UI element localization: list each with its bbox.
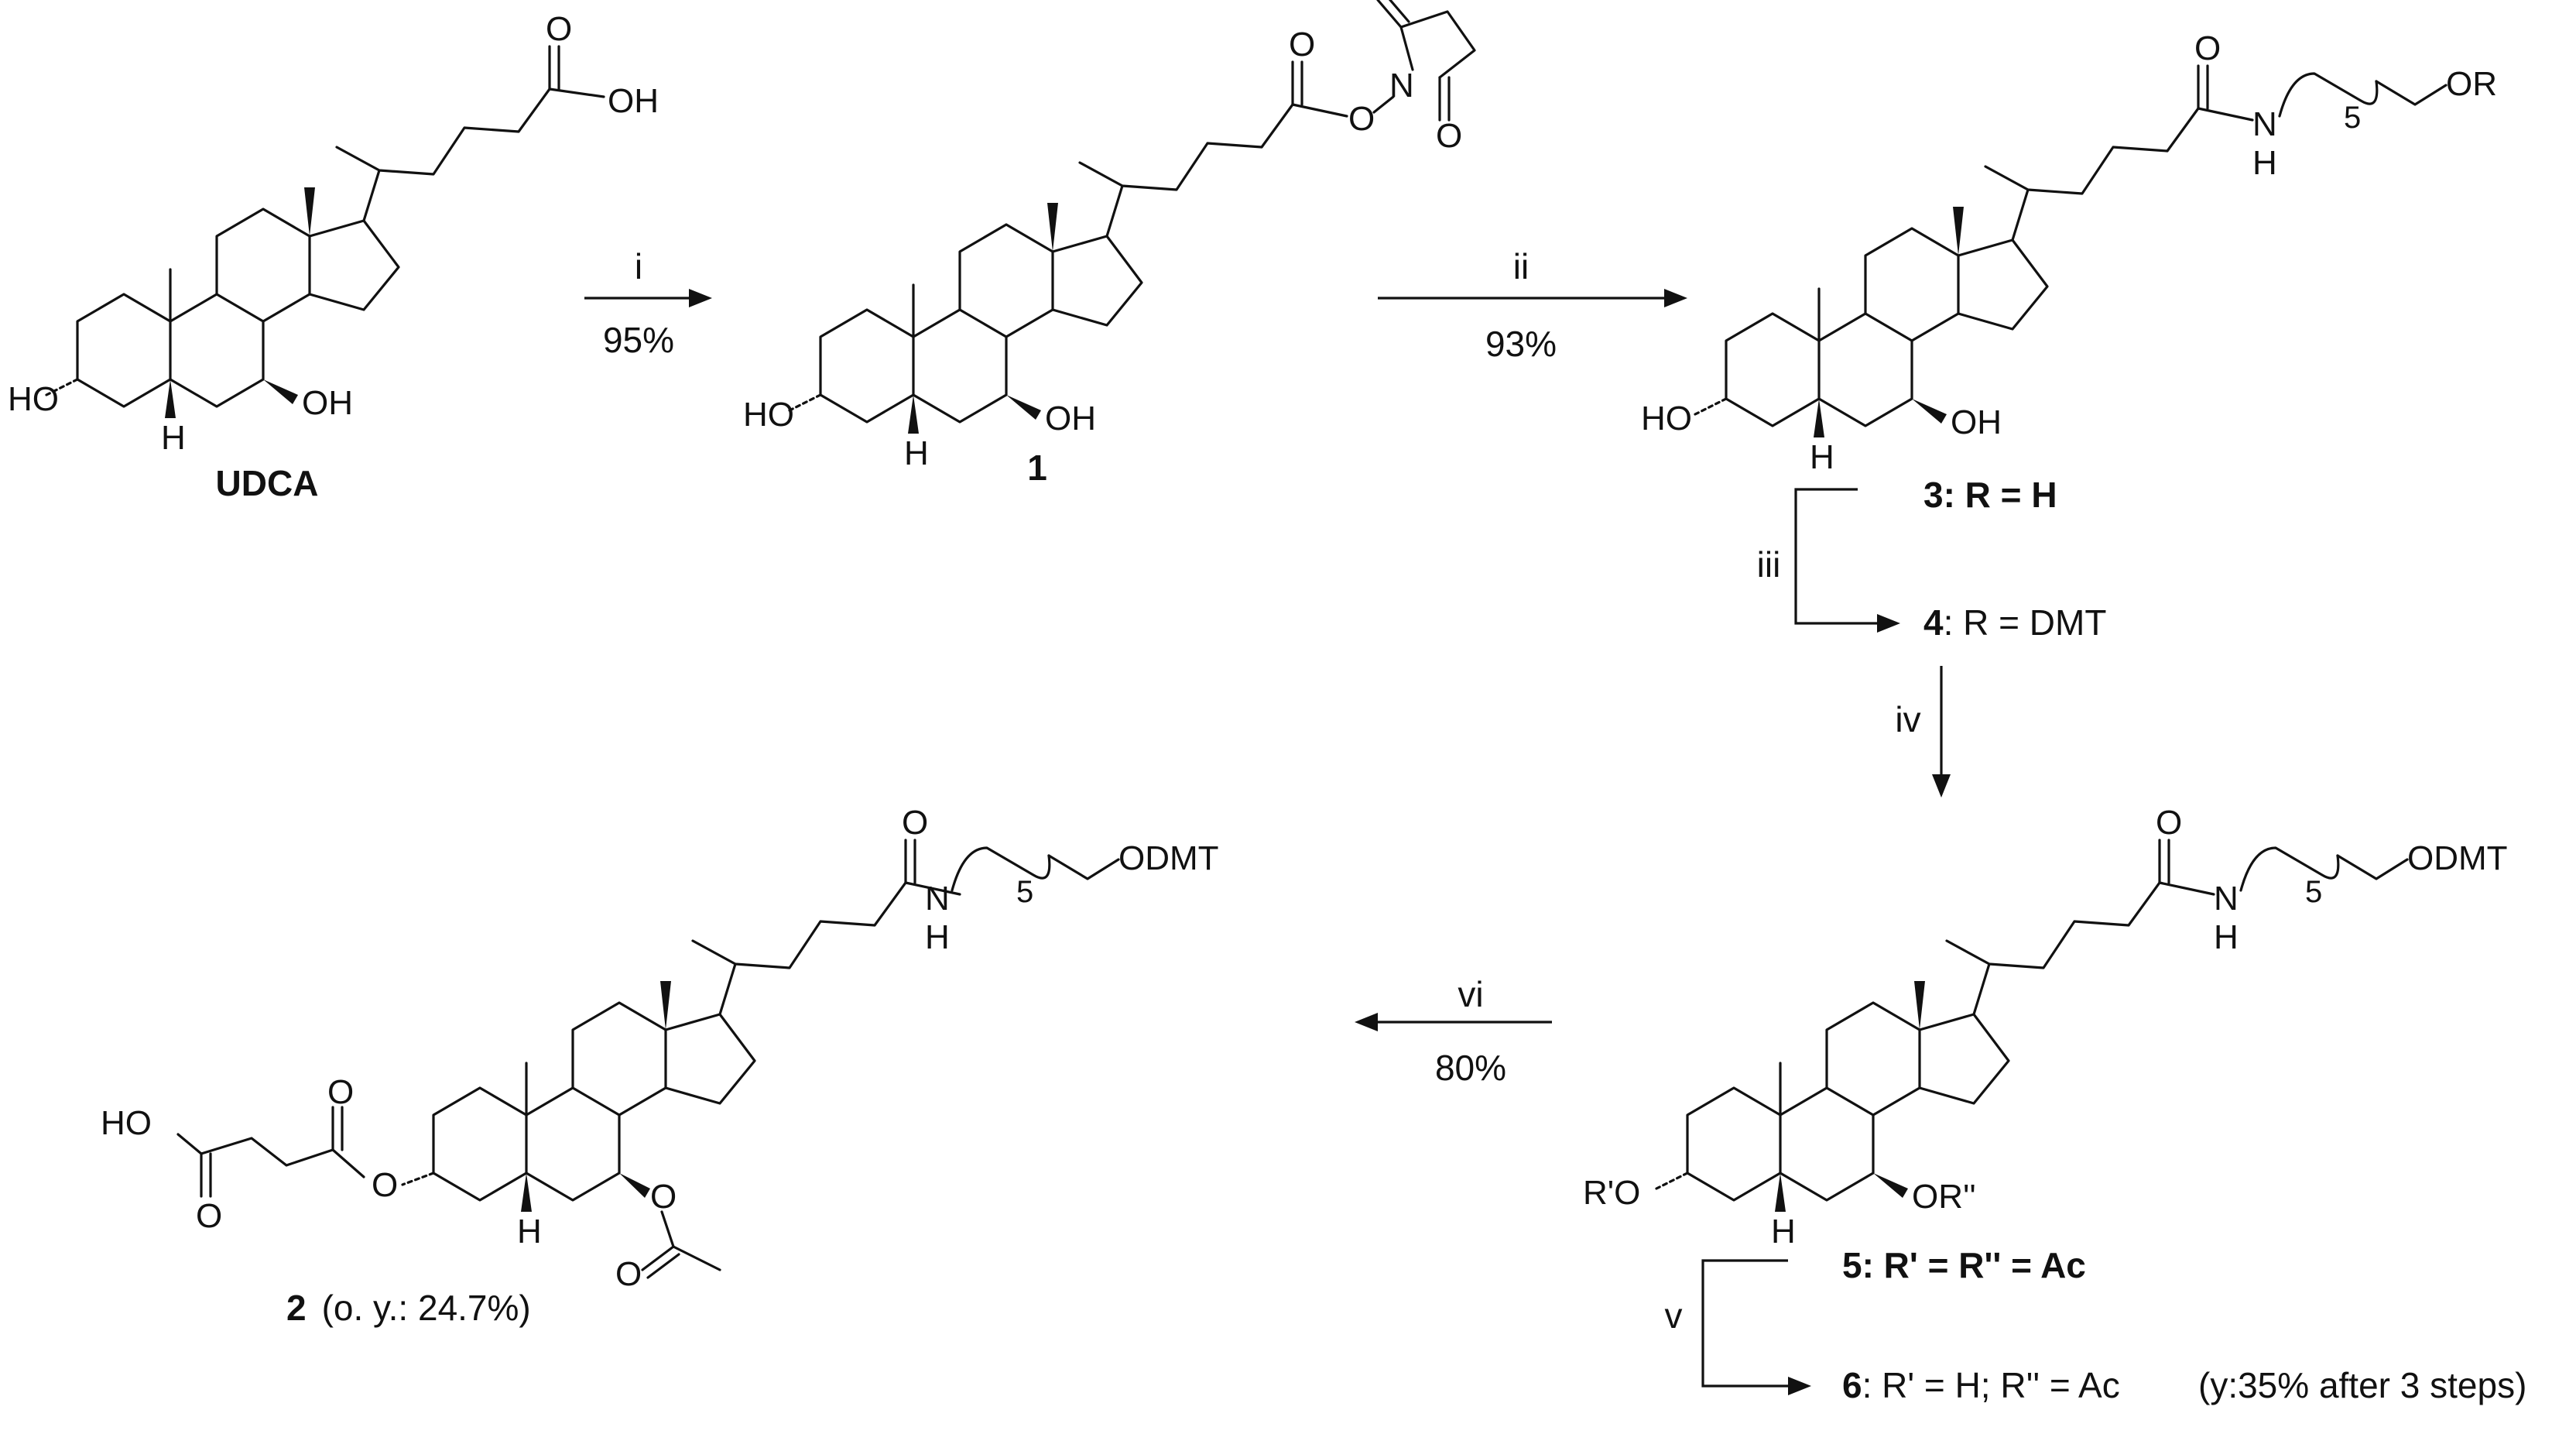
atom-N: N xyxy=(2214,880,2239,918)
atom-H: H xyxy=(2214,918,2239,956)
repeat-count: 5 xyxy=(2305,875,2322,909)
compound-5-structure: O N H 5 ODMT R'O H OR'' xyxy=(1583,804,2508,1250)
atom-O: O xyxy=(615,1255,642,1293)
atom-HO: HO xyxy=(743,396,794,434)
repeat-count: 5 xyxy=(1016,875,1033,909)
reagent-label-iii: iii xyxy=(1757,544,1781,585)
atom-N: N xyxy=(925,880,950,918)
yield-label-i: 95% xyxy=(603,320,674,360)
atom-R1O: R'O xyxy=(1583,1174,1640,1212)
arrow-step-i xyxy=(584,289,712,307)
atom-OH: OH xyxy=(608,82,659,120)
reagent-label-vi: vi xyxy=(1458,974,1483,1014)
atom-O: O xyxy=(546,10,572,48)
compound-6-yield: (y:35% after 3 steps) xyxy=(2198,1365,2526,1405)
reagent-label-v: v xyxy=(1665,1295,1683,1336)
atom-O: O xyxy=(650,1178,677,1216)
atom-O: O xyxy=(327,1073,354,1111)
atom-H: H xyxy=(2252,144,2277,182)
compound-6-rest: : R' = H; R'' = Ac xyxy=(1862,1365,2120,1405)
atom-HO: HO xyxy=(8,380,59,418)
atom-O: O xyxy=(372,1166,398,1204)
repeat-count: 5 xyxy=(2344,101,2361,135)
atom-O: O xyxy=(1348,100,1375,138)
compound-6-number: 6 xyxy=(1842,1365,1862,1405)
reagent-label-iv: iv xyxy=(1895,699,1920,739)
yield-label-ii: 93% xyxy=(1485,324,1557,364)
atom-N: N xyxy=(1389,67,1414,105)
atom-H: H xyxy=(904,434,929,472)
atom-O: O xyxy=(1289,26,1315,63)
atom-H: H xyxy=(517,1213,542,1250)
atom-O: O xyxy=(196,1197,222,1235)
compound-label-udca: UDCA xyxy=(216,463,319,503)
compound-2-yield: (o. y.: 24.7%) xyxy=(322,1288,531,1328)
atom-ODMT: ODMT xyxy=(2407,839,2508,877)
yield-label-vi: 80% xyxy=(1435,1048,1506,1088)
reagent-label-i: i xyxy=(635,246,642,286)
arrow-step-ii xyxy=(1378,289,1687,307)
compound-label-6: 6: R' = H; R'' = Ac xyxy=(1842,1365,2120,1405)
atom-H: H xyxy=(1771,1213,1796,1250)
reagent-label-ii: ii xyxy=(1513,246,1529,286)
atom-O: O xyxy=(902,804,928,842)
compound-3-structure: O N H 5 OR HO H OH xyxy=(1641,29,2497,476)
compound-label-4: 4: R = DMT xyxy=(1923,602,2106,643)
atom-HO: HO xyxy=(1641,400,1692,437)
atom-O: O xyxy=(2156,804,2182,842)
arrow-step-iii xyxy=(1794,488,1900,633)
compound-1-structure: O O N O O HO H OH xyxy=(743,0,1476,472)
udca-structure: O OH HO H OH xyxy=(8,10,659,457)
atom-O: O xyxy=(2194,29,2221,67)
compound-label-1: 1 xyxy=(1027,448,1047,488)
atom-OR2: OR'' xyxy=(1912,1178,1976,1216)
atom-OH: OH xyxy=(302,384,353,422)
atom-ODMT: ODMT xyxy=(1118,839,1219,877)
compound-4-rest: : R = DMT xyxy=(1944,602,2107,643)
compound-4-number: 4 xyxy=(1923,602,1944,643)
atom-O: O xyxy=(1362,0,1389,4)
atom-H: H xyxy=(1810,438,1834,476)
atom-HO: HO xyxy=(101,1104,152,1142)
arrow-step-vi xyxy=(1355,1013,1552,1031)
atom-H: H xyxy=(161,419,186,457)
atom-OR: OR xyxy=(2446,65,2497,103)
atom-O: O xyxy=(1436,117,1462,155)
atom-OH: OH xyxy=(1045,400,1096,437)
compound-2-number: 2 xyxy=(286,1288,307,1328)
compound-label-3: 3: R = H xyxy=(1923,475,2057,515)
compound-label-2: 2 (o. y.: 24.7%) xyxy=(286,1288,531,1328)
arrow-step-iv xyxy=(1932,666,1951,798)
arrow-step-v xyxy=(1701,1259,1811,1395)
atom-H: H xyxy=(925,918,950,956)
compound-label-5: 5: R' = R'' = Ac xyxy=(1842,1245,2086,1285)
atom-N: N xyxy=(2252,105,2277,143)
compound-2-structure: O N H 5 ODMT O O O HO H O O xyxy=(101,804,1219,1293)
atom-OH: OH xyxy=(1951,403,2002,441)
